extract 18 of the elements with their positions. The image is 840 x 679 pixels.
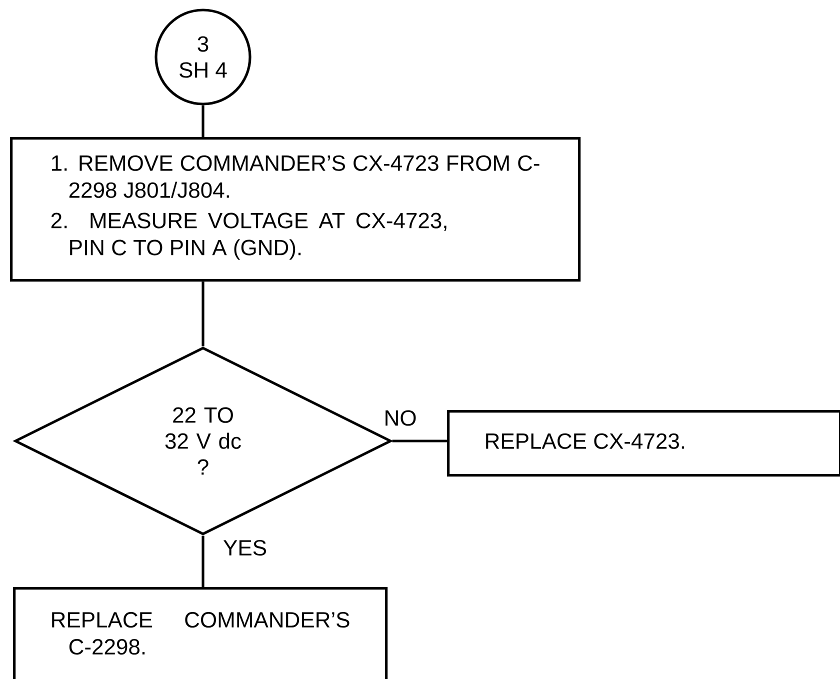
flow-line bbox=[392, 440, 447, 442]
node-text: SH 4 bbox=[180, 62, 227, 78]
flow-line bbox=[202, 105, 204, 137]
step-text: 2. MEASURE VOLTAGE AT CX-4723, PIN C TO PIN A (GND). bbox=[51, 212, 446, 260]
step-text: REPLACE COMMANDER’S C-2298. bbox=[52, 612, 350, 655]
node-text: ? bbox=[198, 459, 208, 475]
node-text: 3 bbox=[198, 36, 208, 52]
flow-line bbox=[202, 536, 204, 587]
step-text: REPLACE CX-4723. bbox=[486, 433, 684, 449]
connector-circle bbox=[154, 8, 252, 106]
action-box bbox=[13, 587, 388, 679]
step-text: 1. REMOVE COMMANDER’S CX-4723 FROM C-2298 J801/J804. bbox=[52, 155, 540, 198]
edge-label: YES bbox=[222, 539, 268, 557]
node-text: 22 TO 32 V dc bbox=[165, 407, 241, 449]
action-box bbox=[447, 410, 840, 477]
step-box bbox=[10, 137, 581, 282]
edge-label: NO bbox=[382, 409, 418, 427]
flow-line bbox=[202, 282, 204, 346]
